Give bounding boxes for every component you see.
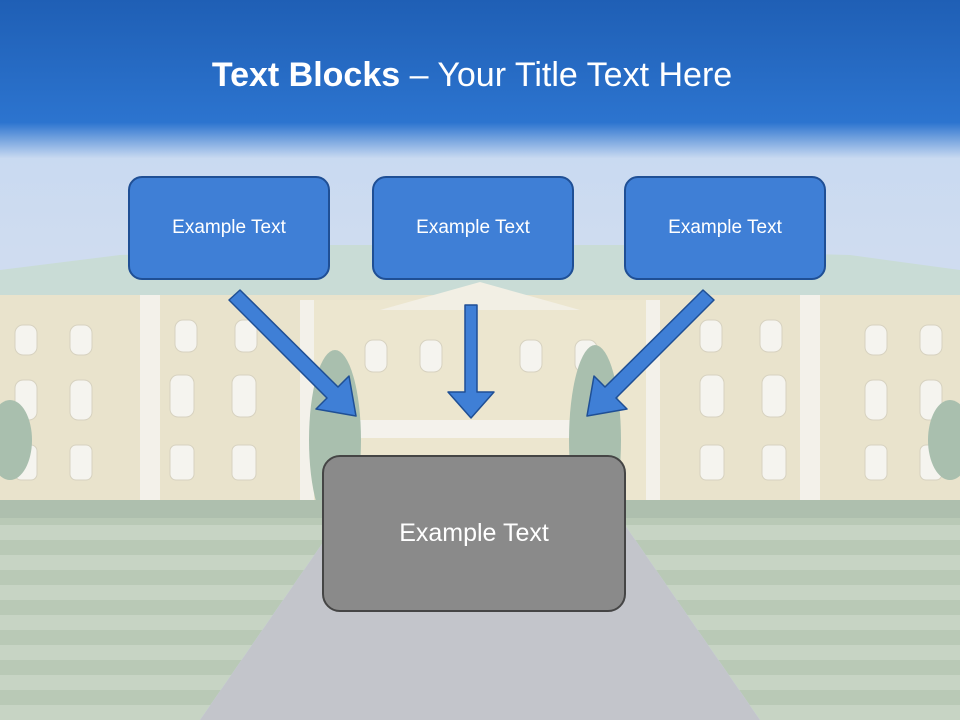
text-block-bottom[interactable]: Example Text <box>322 455 626 612</box>
title-rest: Your Title Text Here <box>437 56 733 94</box>
text-block-right[interactable]: Example Text <box>624 176 826 280</box>
text-block-center-label: Example Text <box>416 217 530 238</box>
title-dash: – <box>400 56 438 94</box>
slide-title: Text Blocks – Your Title Text Here <box>0 52 944 98</box>
text-block-bottom-label: Example Text <box>399 519 549 547</box>
title-bold-part: Text Blocks <box>211 56 401 94</box>
text-block-right-label: Example Text <box>668 217 782 238</box>
text-block-left[interactable]: Example Text <box>128 176 330 280</box>
text-block-center[interactable]: Example Text <box>372 176 574 280</box>
text-block-left-label: Example Text <box>172 217 286 238</box>
